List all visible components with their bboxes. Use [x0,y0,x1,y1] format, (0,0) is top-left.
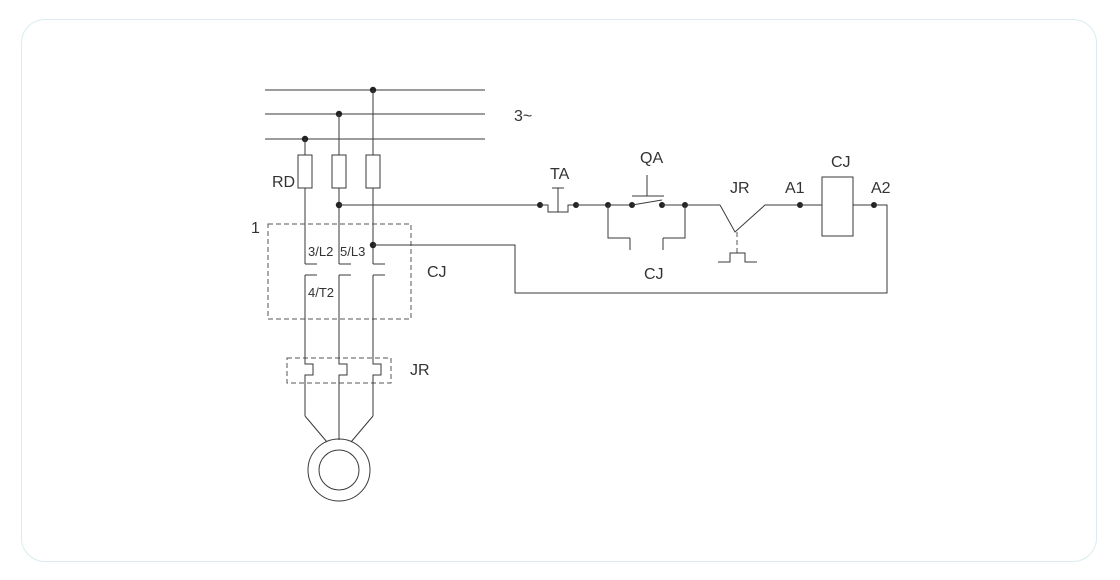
diagram-frame [21,19,1097,562]
coil-terminal-a1-label: A1 [785,180,805,197]
coil-label: CJ [831,154,851,171]
coil-terminal-a2-label: A2 [871,180,891,197]
contactor-main-label: CJ [427,264,447,281]
start-button-label: QA [640,150,663,167]
supply-bus [265,86,485,143]
thermal-relay-elements [304,355,382,385]
terminal-label-5-l3: 5/L3 [340,244,365,259]
thermal-relay-label: JR [410,362,430,379]
stop-button-label: TA [550,166,570,183]
aux-contact-label: CJ [644,266,664,283]
motor-leads [304,385,374,443]
terminal-label-4-t2: 4/T2 [308,285,334,300]
supply-label: 3~ [514,108,532,125]
control-circuit [339,175,888,294]
thermal-contact-label: JR [730,180,750,197]
phase-drops [304,90,374,155]
contactor-enclosure [267,223,412,320]
main-contacts [304,263,385,355]
fuse-label: RD [272,174,295,191]
terminal-label-3-l2: 3/L2 [308,244,333,259]
enclosure-number: 1 [251,220,260,237]
motor-symbol [307,438,371,502]
fuses [297,154,381,189]
